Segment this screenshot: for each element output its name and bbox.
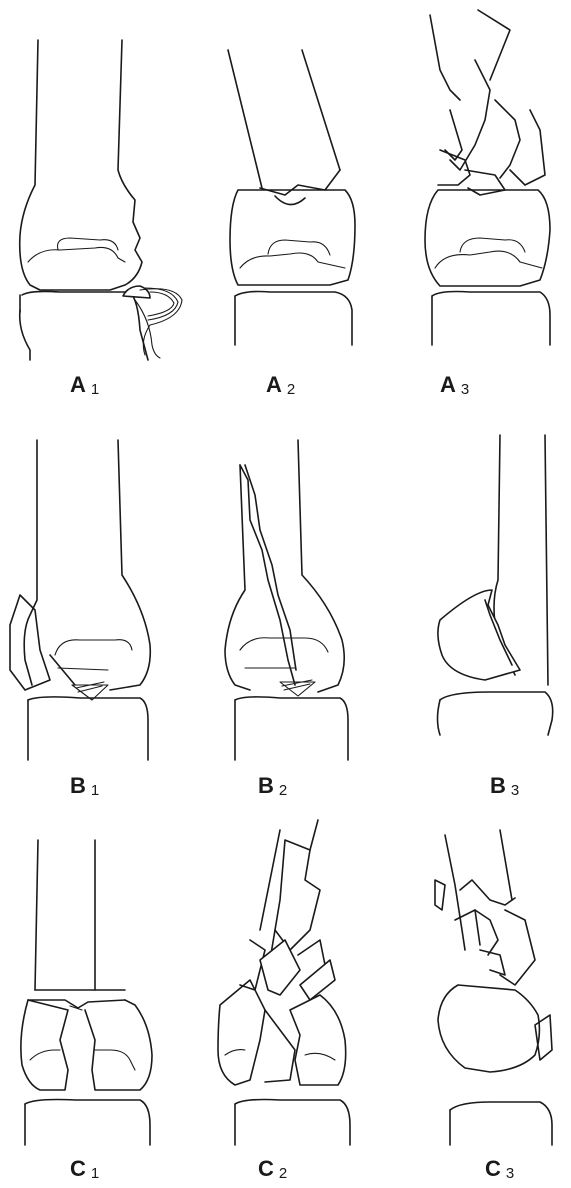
- c2-drawing: [190, 810, 380, 1150]
- a2-drawing: [190, 0, 380, 360]
- c1-drawing: [0, 810, 190, 1150]
- c3-drawing: [380, 810, 571, 1150]
- a3-drawing: [380, 0, 571, 360]
- b2-drawing: [190, 400, 380, 770]
- b3-drawing: [380, 400, 571, 770]
- a1-drawing: [0, 0, 190, 360]
- b1-drawing: [0, 400, 190, 770]
